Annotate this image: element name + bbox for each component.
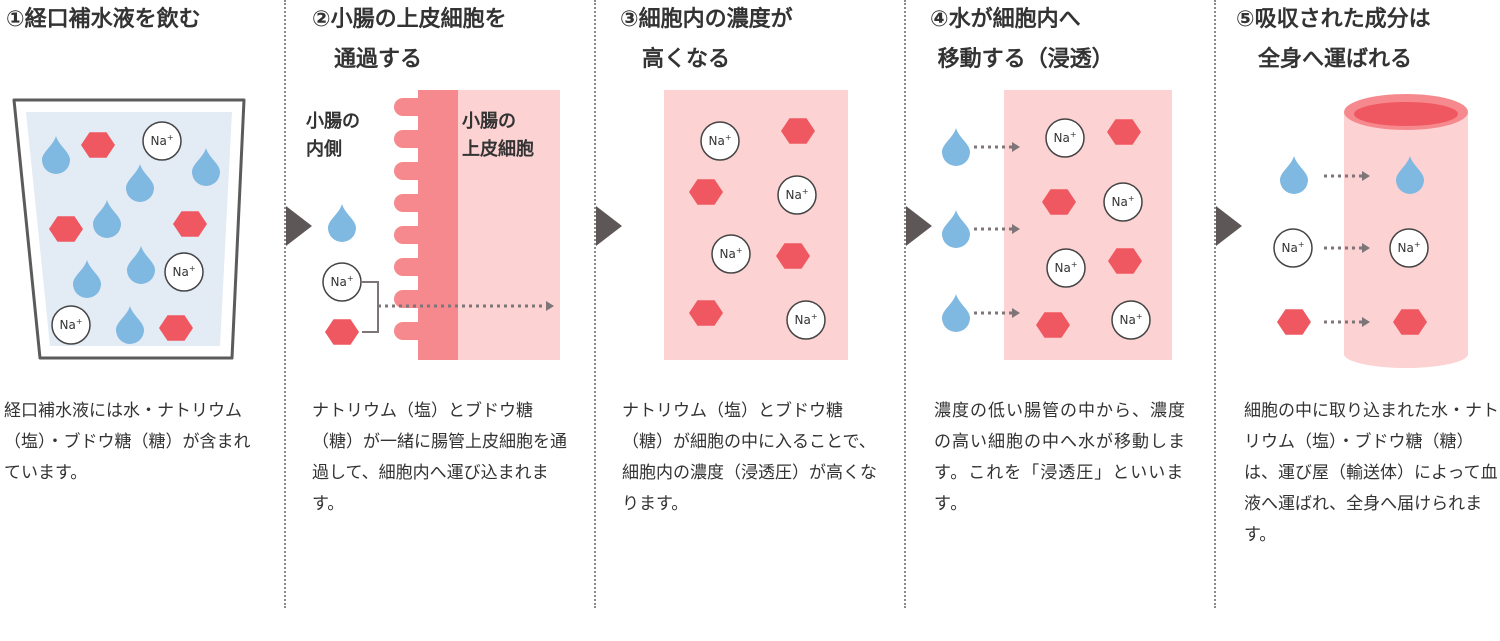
sodium-ion-icon: Na+ [164,252,204,292]
water-drop-icon [1396,156,1424,194]
step-divider-2 [594,0,596,608]
water-drop-icon [93,200,121,238]
sodium-ion-icon: Na+ [142,121,182,161]
triangle-arrow-icon [906,206,932,246]
water-drop-icon [328,204,356,242]
triangle-arrow-icon [286,206,312,246]
step-2-description: ナトリウム（塩）とブドウ糖（糖）が一緒に腸管上皮細胞を通過して、細胞内へ運び込ま… [312,401,567,514]
sodium-ion-icon: Na+ [1046,248,1086,288]
sugar-hexagon-icon [49,216,83,242]
sugar-hexagon-icon [689,300,723,326]
sugar-hexagon-icon [689,179,723,205]
sugar-hexagon-icon [1277,309,1311,335]
step-1-title: ①経口補水液を飲む [6,7,201,32]
sodium-ion-icon: Na+ [786,300,826,340]
water-drop-icon [1280,156,1308,194]
step-1-description: 経口補水液には水・ナトリウム（塩）・ブドウ糖（糖）が含まれています。 [4,401,251,483]
sugar-hexagon-icon [325,319,359,345]
step-4-title: ④水が細胞内へ 移動する（浸透） [930,7,1114,72]
water-drop-icon [942,210,970,248]
sodium-ion-icon: Na+ [1045,118,1085,158]
sugar-hexagon-icon [1042,189,1076,215]
water-drop-icon [116,306,144,344]
sodium-ion-icon: Na+ [711,234,751,274]
step-3-title: ③細胞内の濃度が 高くなる [620,7,793,72]
water-drop-icon [942,294,970,332]
sodium-ion-icon: Na+ [1389,228,1429,268]
step-divider-4 [1214,0,1216,608]
epithelial-cell-label: 小腸の 上皮細胞 [462,111,534,160]
sugar-hexagon-icon [1108,248,1142,274]
water-drop-icon [192,148,220,186]
small-intestine-inner-label: 小腸の 内側 [306,111,360,160]
microvilli [394,98,428,340]
sodium-ion-icon: Na+ [1273,228,1313,268]
sodium-ion-icon: Na+ [51,305,91,345]
water-drop-icon [942,128,970,166]
water-drop-icon [127,246,155,284]
sugar-hexagon-icon [1393,309,1427,335]
sugar-hexagon-icon [81,132,115,158]
water-drop-icon [73,260,101,298]
dotted-arrow-head-icon [546,301,554,311]
epithelial-cell-area [458,90,560,360]
sugar-hexagon-icon [781,118,815,144]
triangle-arrow-icon [596,206,622,246]
sugar-hexagon-icon [159,315,193,341]
sodium-ion-icon: Na+ [322,262,362,302]
step-4-description: 濃度の低い腸管の中から、濃度の高い細胞の中へ水が移動します。これを「浸透圧」とい… [934,401,1186,514]
water-drop-icon [126,164,154,202]
step-5-description: 細胞の中に取り込まれた水・ナトリウム（塩）・ブドウ糖（糖）は、運び屋（輸送体）に… [1244,401,1499,545]
water-drop-icon [42,136,70,174]
sugar-hexagon-icon [1107,119,1141,145]
sodium-ion-icon: Na+ [1111,300,1151,340]
step-2-title: ②小腸の上皮細胞を 通過する [312,7,507,72]
sodium-ion-icon: Na+ [1103,182,1143,222]
sugar-hexagon-icon [776,243,810,269]
step-3-description: ナトリウム（塩）とブドウ糖（糖）が細胞の中に入ることで、細胞内の濃度（浸透圧）が… [622,401,877,514]
sodium-ion-icon: Na+ [700,121,740,161]
step-5-title: ⑤吸収された成分は 全身へ運ばれる [1236,7,1431,72]
step-divider-3 [904,0,906,608]
step-divider-1 [284,0,286,608]
sodium-ion-icon: Na+ [777,175,817,215]
bracket-connector [362,281,546,333]
sugar-hexagon-icon [1036,312,1070,338]
sugar-hexagon-icon [173,211,207,237]
triangle-arrow-icon [1216,206,1242,246]
